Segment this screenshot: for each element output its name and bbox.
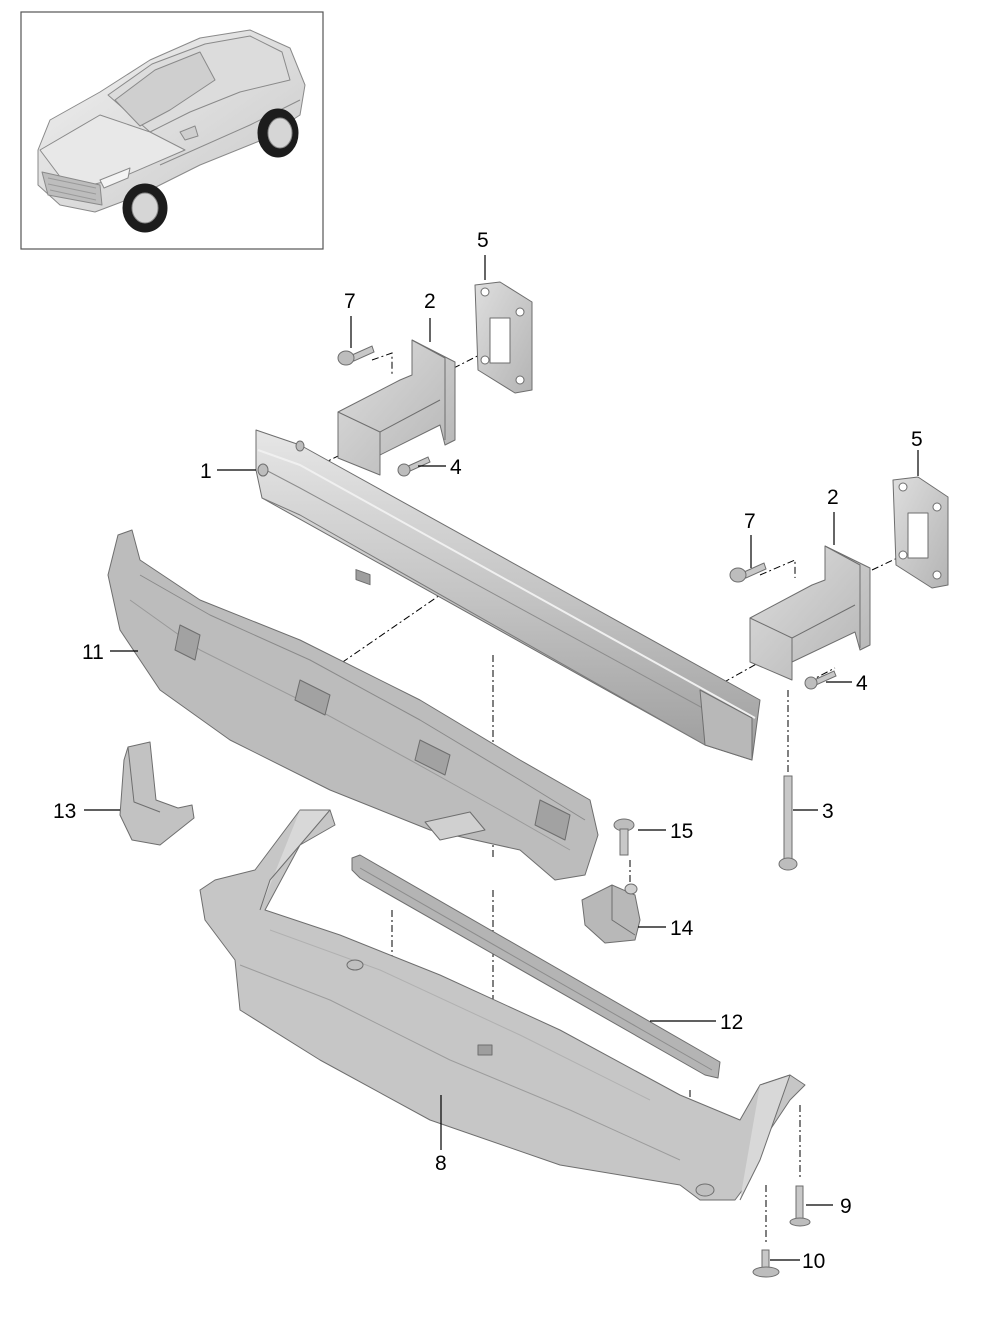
callout-8: 8 bbox=[435, 1152, 447, 1175]
part-9-rivet bbox=[789, 1185, 811, 1227]
part-7-bolt-right bbox=[729, 562, 767, 583]
callout-7-left: 7 bbox=[344, 290, 356, 313]
part-8-underbody-panel bbox=[199, 809, 806, 1201]
callout-7-right: 7 bbox=[744, 510, 756, 533]
part-3-long-bolt bbox=[778, 775, 798, 871]
callout-4-right: 4 bbox=[856, 672, 868, 695]
vehicle-overview-inset bbox=[20, 11, 324, 250]
part-5-mount-left bbox=[474, 281, 533, 394]
vehicle-illustration bbox=[37, 29, 306, 233]
callout-2-left: 2 bbox=[424, 290, 436, 313]
part-4-bolt-left bbox=[397, 456, 431, 477]
callout-labels: 5 7 2 1 4 5 2 7 4 11 3 13 15 14 12 8 9 1… bbox=[53, 229, 923, 1273]
part-5-mount-right bbox=[892, 476, 949, 589]
callout-14: 14 bbox=[670, 917, 694, 940]
callout-10: 10 bbox=[802, 1250, 825, 1273]
callout-12: 12 bbox=[720, 1011, 743, 1034]
part-14-sensor bbox=[581, 883, 641, 944]
part-7-bolt-left bbox=[337, 345, 375, 366]
callout-11: 11 bbox=[82, 641, 104, 664]
callout-9: 9 bbox=[840, 1195, 852, 1218]
callout-4-left: 4 bbox=[450, 456, 462, 479]
part-12-strip bbox=[351, 854, 721, 1079]
part-13-bracket bbox=[119, 741, 195, 846]
part-10-rivet bbox=[752, 1249, 780, 1278]
callout-2-right: 2 bbox=[827, 486, 839, 509]
part-1-crossmember bbox=[255, 429, 761, 761]
callout-13: 13 bbox=[53, 800, 76, 823]
part-2-bracket-left bbox=[337, 339, 456, 586]
callout-3: 3 bbox=[822, 800, 834, 823]
part-4-bolt-right bbox=[804, 670, 837, 690]
leader-lines bbox=[84, 255, 919, 1261]
callout-5-right: 5 bbox=[911, 428, 923, 451]
part-2-bracket-right bbox=[749, 545, 871, 681]
callout-15: 15 bbox=[670, 820, 693, 843]
callout-5-left: 5 bbox=[477, 229, 489, 252]
callout-1: 1 bbox=[200, 460, 212, 483]
part-15-screw bbox=[613, 818, 635, 856]
part-11-absorber bbox=[107, 529, 599, 881]
